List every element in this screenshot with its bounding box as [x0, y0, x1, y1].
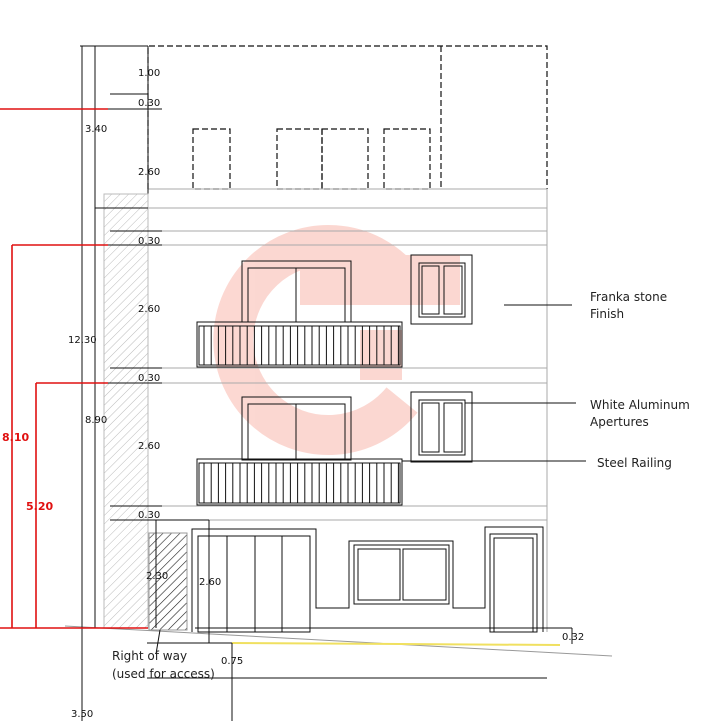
annotation-stone: Franka stone Finish — [504, 290, 667, 321]
railing-upper — [196, 321, 403, 368]
dim-8-90: 8.90 — [85, 415, 107, 426]
dim-roof-floor: 2.60 — [138, 167, 160, 178]
neighbour-wall-hatch — [103, 193, 149, 629]
street-line — [231, 642, 561, 646]
window-middle — [410, 391, 473, 463]
dim-street-width: 3.50 — [71, 709, 93, 720]
note-apertures-2: Apertures — [590, 415, 649, 429]
dim-slab-2: 0.30 — [138, 373, 160, 384]
red-dim-8-10: 8.10 — [2, 431, 29, 444]
dim-roof-level: 3.40 — [85, 124, 107, 135]
annotation-railing: Steel Railing — [402, 456, 672, 470]
note-right-of-way-2: (used for access) — [112, 667, 215, 681]
dim-level-diff: 0.32 — [562, 632, 584, 643]
dim-floor-2: 2.60 — [138, 304, 160, 315]
dim-floor-1: 2.60 — [138, 441, 160, 452]
red-dim-5-20: 5.20 — [26, 500, 53, 513]
entrance-door — [489, 533, 538, 633]
note-right-of-way-1: Right of way — [112, 649, 187, 663]
watermark-logo — [213, 225, 460, 455]
ground-line — [64, 625, 613, 657]
balcony-door-middle — [241, 396, 352, 461]
roof-parapet — [147, 45, 548, 190]
note-stone-2: Finish — [590, 307, 624, 321]
dim-right-of-way-height: 2.30 — [146, 571, 168, 582]
window-ground — [353, 544, 450, 605]
dim-ground-height: 2.60 — [199, 577, 221, 588]
dim-parapet: 1.00 — [138, 68, 160, 79]
note-stone-1: Franka stone — [590, 290, 667, 304]
window-upper — [410, 254, 473, 325]
dim-slab-1: 0.30 — [138, 510, 160, 521]
dim-street-offset: 0.75 — [221, 656, 243, 667]
dim-slab-top: 0.30 — [138, 98, 160, 109]
note-apertures-1: White Aluminum — [590, 398, 690, 412]
railing-middle — [196, 458, 403, 506]
dim-slab-3: 0.30 — [138, 236, 160, 247]
dim-total-height: 12.30 — [68, 335, 97, 346]
note-railing: Steel Railing — [597, 456, 672, 470]
right-of-way-hatch — [148, 532, 188, 631]
red-dimension-lines — [0, 108, 148, 629]
annotation-apertures: White Aluminum Apertures — [465, 398, 690, 429]
garage-door — [191, 526, 544, 633]
